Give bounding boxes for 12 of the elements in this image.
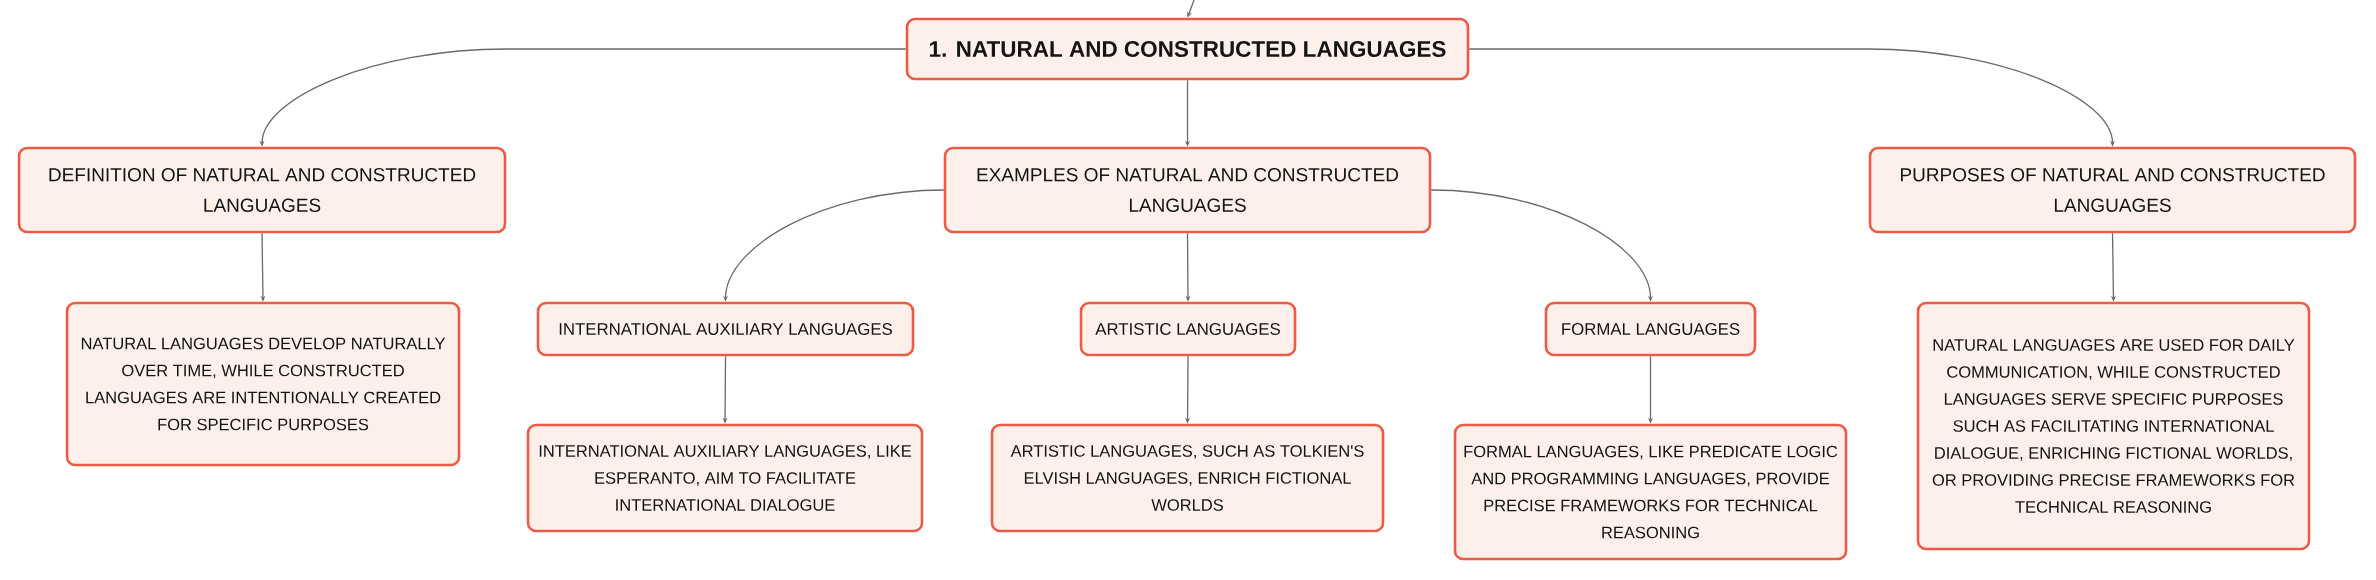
- description-box: NATURAL LANGUAGES DEVELOP NATURALLY OVER TIME, WHILE CONSTRUCTED LANGUAGES ARE INTENTIONALLY CREATED FOR SPECIFIC PURPOSES: [65, 301, 461, 467]
- subtopic-box: FORMAL LANGUAGES: [1544, 301, 1757, 357]
- description-box: NATURAL LANGUAGES ARE USED FOR DAILY COMMUNICATION, WHILE CONSTRUCTED LANGUAGES SERVE SPECIFIC PURPOSES SUCH AS FACILITATING INTERNATIONAL DIALOGUE, ENRICHING FICTIONAL WORLDS, OR PROVIDING PRECISE FRAMEWORKS FOR TECHNICAL REASONING: [1916, 301, 2311, 551]
- description-box: FORMAL LANGUAGES, LIKE PREDICATE LOGIC AND PROGRAMMING LANGUAGES, PROVIDE PRECISE FRAMEWORKS FOR TECHNICAL REASONING: [1453, 423, 1848, 561]
- description-box: INTERNATIONAL AUXILIARY LANGUAGES, LIKE ESPERANTO, AIM TO FACILITATE INTERNATIONAL DIALOGUE: [526, 423, 924, 533]
- topic-box: PURPOSES OF NATURAL AND CONSTRUCTED LANGUAGES: [1868, 146, 2357, 234]
- description-box: ARTISTIC LANGUAGES, SUCH AS TOLKIEN'S ELVISH LANGUAGES, ENRICH FICTIONAL WORLDS: [990, 423, 1385, 533]
- topic-box: DEFINITION OF NATURAL AND CONSTRUCTED LANGUAGES: [17, 146, 507, 234]
- subtopic-box: INTERNATIONAL AUXILIARY LANGUAGES: [536, 301, 915, 357]
- topic-box: EXAMPLES OF NATURAL AND CONSTRUCTED LANGUAGES: [943, 146, 1432, 234]
- subtopic-box: ARTISTIC LANGUAGES: [1079, 301, 1297, 357]
- title-box: 1. NATURAL AND CONSTRUCTED LANGUAGES: [905, 17, 1470, 81]
